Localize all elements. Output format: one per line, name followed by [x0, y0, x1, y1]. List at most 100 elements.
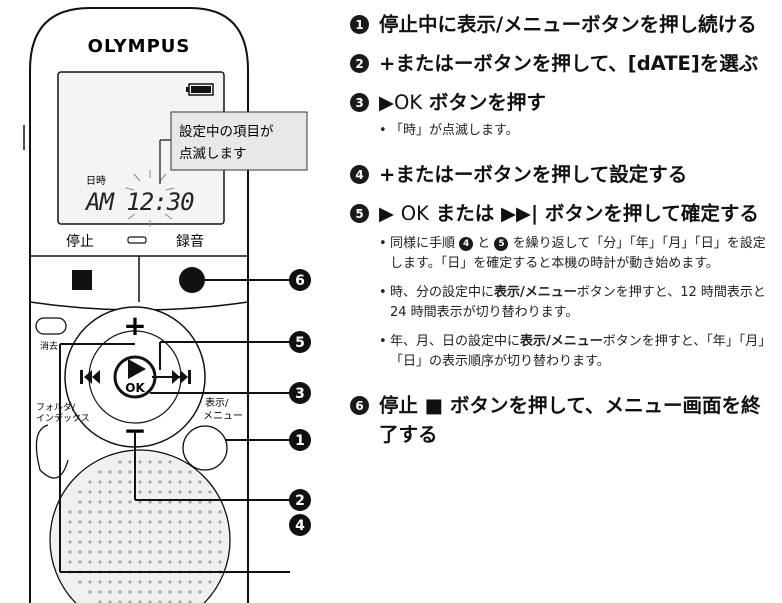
- speaker-hole: [138, 460, 142, 464]
- step-text: +またはーボタンを押して設定する: [379, 163, 688, 186]
- speaker-hole: [68, 520, 72, 524]
- speaker-hole: [78, 500, 82, 504]
- speaker-hole: [68, 560, 72, 564]
- speaker-hole: [108, 530, 112, 534]
- speaker-hole: [128, 550, 132, 554]
- inline-step-badge: 4: [459, 237, 474, 251]
- speaker-hole: [88, 490, 92, 494]
- speaker-hole: [178, 520, 182, 524]
- speaker-hole: [158, 460, 162, 464]
- speaker-hole: [208, 550, 212, 554]
- step-number: 3: [350, 93, 369, 112]
- speaker-hole: [198, 550, 202, 554]
- speaker-hole: [218, 540, 222, 544]
- speaker-hole: [88, 530, 92, 534]
- speaker-hole: [168, 600, 172, 603]
- speaker-hole: [178, 550, 182, 554]
- speaker-hole: [208, 510, 212, 514]
- svg-text:4: 4: [295, 518, 305, 534]
- speaker-hole: [108, 550, 112, 554]
- speaker-hole: [138, 600, 142, 603]
- note-text: 時、分の設定中に: [390, 285, 495, 300]
- erase-button[interactable]: [35, 317, 67, 335]
- speaker-hole: [128, 460, 132, 464]
- speaker-hole: [168, 530, 172, 534]
- step-1: 1 停止中に表示/メニューボタンを押し続ける: [350, 10, 776, 39]
- speaker-hole: [188, 520, 192, 524]
- speaker-hole: [168, 540, 172, 544]
- speaker-hole: [128, 500, 132, 504]
- callout-box: [170, 111, 308, 171]
- speaker-hole: [98, 470, 102, 474]
- speaker-hole: [78, 490, 82, 494]
- speaker-hole: [148, 520, 152, 524]
- speaker-hole: [78, 560, 82, 564]
- note: 時、分の設定中に表示/メニューボタンを押すと、12 時間表示と 24 時間表示が…: [379, 283, 776, 323]
- plus-button[interactable]: +: [123, 309, 146, 342]
- display-menu-label-2: メニュー: [203, 411, 243, 422]
- speaker-hole: [88, 590, 92, 594]
- speaker-hole: [118, 480, 122, 484]
- speaker-hole: [108, 470, 112, 474]
- speaker-hole: [168, 500, 172, 504]
- speaker-hole: [98, 600, 102, 603]
- speaker-hole: [88, 580, 92, 584]
- speaker-hole: [88, 520, 92, 524]
- speaker-hole: [88, 550, 92, 554]
- speaker-hole: [138, 540, 142, 544]
- speaker-hole: [188, 600, 192, 603]
- speaker-hole: [178, 530, 182, 534]
- marker-5: 5: [289, 331, 311, 353]
- speaker-hole: [208, 530, 212, 534]
- rewind-icon[interactable]: [80, 370, 100, 384]
- speaker-hole: [218, 510, 222, 514]
- marker-2: 2: [289, 489, 311, 511]
- speaker-hole: [118, 540, 122, 544]
- speaker-hole: [88, 480, 92, 484]
- speaker-hole: [78, 520, 82, 524]
- step-text-part: または ▶▶| ボタンを押して確定する: [428, 202, 759, 225]
- speaker-hole: [218, 530, 222, 534]
- speaker-hole: [78, 550, 82, 554]
- speaker-hole: [178, 480, 182, 484]
- speaker-hole: [98, 560, 102, 564]
- speaker-hole: [108, 600, 112, 603]
- speaker-hole: [158, 600, 162, 603]
- step-notes: 同様に手順 4 と 5 を繰り返して「分」「年」「月」「日」を設定します。「日」…: [379, 234, 776, 372]
- speaker-hole: [198, 480, 202, 484]
- step-number: 6: [350, 396, 369, 415]
- note: 「時」が点滅します。: [379, 121, 546, 141]
- speaker-hole: [108, 560, 112, 564]
- note-text: と: [477, 236, 491, 251]
- speaker-hole: [118, 490, 122, 494]
- note: 年、月、日の設定中に表示/メニューボタンを押すと、「年」「月」「日」の表示順序が…: [379, 332, 776, 372]
- step-text: 停止 ■ ボタンを押して、メニュー画面を終了する: [379, 394, 761, 446]
- marker-1: 1: [289, 429, 311, 451]
- speaker-hole: [128, 560, 132, 564]
- speaker-hole: [218, 520, 222, 524]
- ok-text: OK: [394, 91, 423, 114]
- stop-button[interactable]: [72, 270, 92, 290]
- display-menu-button[interactable]: [182, 425, 228, 471]
- speaker-hole: [138, 470, 142, 474]
- step-number: 1: [350, 15, 369, 34]
- speaker-hole: [178, 470, 182, 474]
- speaker-hole: [98, 580, 102, 584]
- speaker-hole: [108, 510, 112, 514]
- step-text: 停止中に表示/メニューボタンを押し続ける: [379, 10, 757, 39]
- speaker-hole: [148, 490, 152, 494]
- brand-logo: OLYMPUS: [88, 36, 191, 57]
- speaker-hole: [168, 520, 172, 524]
- speaker-hole: [138, 510, 142, 514]
- marker-4: 4: [289, 514, 311, 536]
- rec-button[interactable]: [179, 267, 205, 293]
- ok-text: OK: [400, 202, 429, 225]
- speaker-hole: [158, 560, 162, 564]
- speaker-hole: [148, 550, 152, 554]
- speaker-hole: [208, 580, 212, 584]
- speaker-hole: [178, 510, 182, 514]
- speaker-hole: [178, 600, 182, 603]
- speaker-hole: [138, 480, 142, 484]
- speaker-grille: [49, 449, 231, 603]
- speaker-hole: [118, 500, 122, 504]
